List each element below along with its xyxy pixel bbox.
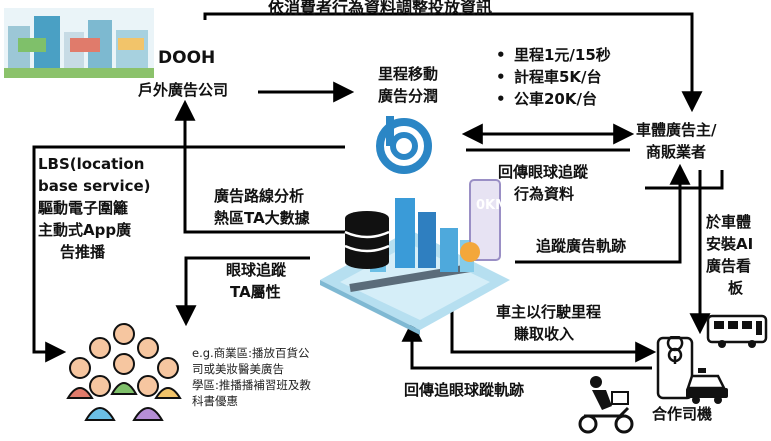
bus-icon (706, 314, 770, 350)
lbs-line-4: 主動式App廣 (38, 221, 132, 239)
arrow-driver-to-advertiser-b (645, 170, 724, 190)
dooh-label: DOOH (158, 48, 216, 68)
route-analysis-2: 熱區TA大數據 (214, 209, 310, 227)
lbs-line-2: base service) (38, 177, 151, 195)
ai-board-1: 於車體 (706, 213, 752, 231)
lbs-line-1: LBS(location (38, 155, 145, 173)
platform-label-1: 里程移動 (378, 65, 439, 83)
pricing-list: 里程1元/15秒 計程車5K/台 公車20K/台 (496, 44, 611, 110)
smart-city-icon (320, 179, 510, 335)
advertiser-label-1: 車體廣告主/ (636, 121, 717, 139)
database-icon (342, 210, 392, 270)
lbs-line-3: 驅動電子圍籬 (38, 199, 129, 217)
phone-taxi-icon (654, 334, 734, 406)
ai-board-2: 安裝AI (706, 235, 754, 253)
city-skyline-icon (4, 8, 154, 78)
scooter-rider-icon (576, 372, 638, 436)
arrow-left-loop (32, 145, 345, 363)
example-line-3: 學區:推播播補習班及教 (192, 378, 311, 392)
return-eye-data-1: 回傳眼球追蹤 (498, 163, 589, 181)
pricing-item: 計程車5K/台 (496, 66, 611, 88)
platform-logo (372, 112, 436, 176)
platform-b-logo-icon (376, 116, 432, 174)
return-eye-trail-label: 回傳追眼球蹤軌跡 (404, 381, 525, 399)
ai-board-3: 廣告看 (706, 257, 752, 275)
top-banner-label: 依消費者行為資料調整投放資訊 (268, 0, 493, 17)
track-ad-label: 追蹤廣告軌跡 (536, 237, 627, 255)
ai-board-4: 板 (728, 279, 744, 297)
pricing-item: 里程1元/15秒 (496, 44, 611, 66)
example-line-2: 司或美妝醫美廣告 (192, 362, 284, 376)
eye-track-1: 眼球追蹤 (226, 261, 287, 279)
route-analysis-1: 廣告路線分析 (214, 187, 305, 205)
arrow-driver-to-city (401, 320, 652, 370)
phone-odometer-badge: 0KM (476, 198, 509, 213)
earn-label-1: 車主以行駛里程 (496, 303, 602, 321)
people-crowd-icon (64, 320, 184, 424)
dooh-city-image (4, 8, 154, 78)
arrow-ta-to-people (175, 256, 310, 327)
arrow-route-to-dooh (174, 99, 345, 234)
platform-label-2: 廣告分潤 (378, 87, 439, 105)
arrow-top-loop (203, 12, 703, 113)
example-line-4: 科書優惠 (192, 394, 238, 408)
dooh-sub-label: 戶外廣告公司 (138, 81, 229, 99)
eye-track-2: TA屬性 (230, 283, 281, 301)
earn-label-2: 賺取收入 (514, 325, 575, 343)
pricing-item: 公車20K/台 (496, 88, 611, 110)
arrow-driver-to-advertiser-a (515, 163, 691, 264)
lbs-line-5: 告推播 (60, 243, 106, 261)
return-eye-data-2: 行為資料 (514, 185, 575, 203)
example-line-1: e.g.商業區:播放百貨公 (192, 346, 310, 360)
driver-label: 合作司機 (652, 405, 713, 423)
arrow-city-to-driver (450, 305, 657, 363)
advertiser-label-2: 商販業者 (646, 143, 707, 161)
smart-city-illustration (300, 170, 520, 335)
